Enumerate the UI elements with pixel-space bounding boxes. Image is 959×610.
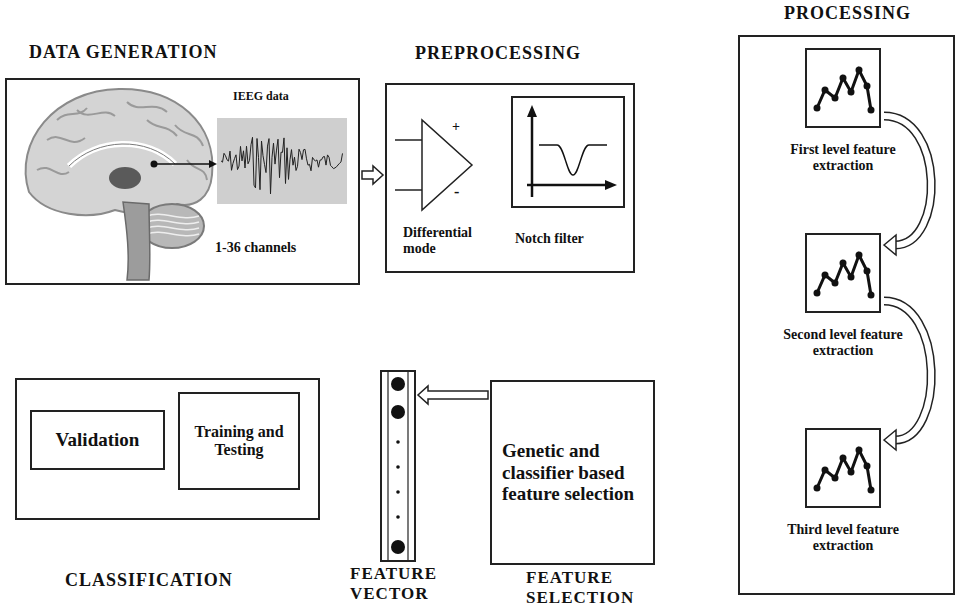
section-heading: PREPROCESSING bbox=[415, 43, 581, 64]
section-heading: CLASSIFICATION bbox=[65, 570, 233, 591]
processing-panel: PROCESSINGFirst level feature extraction… bbox=[738, 35, 955, 595]
feature-level-box: Second level feature extraction bbox=[805, 233, 881, 313]
step-label: Third level feature extraction bbox=[763, 522, 923, 554]
waveform-icon bbox=[807, 235, 883, 315]
box-text: Genetic and classifier based feature sel… bbox=[502, 440, 643, 506]
box-text: Validation bbox=[38, 429, 157, 451]
section-heading: DATA GENERATION bbox=[29, 42, 218, 63]
amplifier-label: Differential mode bbox=[403, 225, 503, 257]
flow-arrow bbox=[884, 301, 931, 450]
section-heading: FEATURE SELECTION bbox=[526, 568, 666, 607]
channel-label: 1-36 channels bbox=[215, 240, 296, 256]
waveform-icon bbox=[807, 430, 883, 510]
box-text: Training and Testing bbox=[186, 423, 292, 460]
filter-label: Notch filter bbox=[515, 231, 584, 247]
feature-level-box: First level feature extraction bbox=[805, 48, 881, 128]
flow-arrow bbox=[884, 116, 931, 255]
feature-vector-column: FEATURE VECTOR bbox=[380, 370, 416, 562]
validation-box: Validation bbox=[30, 410, 165, 470]
polarity-sign: + bbox=[452, 120, 460, 134]
preprocessing-box: PREPROCESSINGDifferential modeNotch filt… bbox=[385, 83, 635, 273]
feature-level-box: Third level feature extraction bbox=[805, 428, 881, 508]
section-heading: PROCESSING bbox=[784, 3, 911, 24]
classification-box: CLASSIFICATIONValidationTraining and Tes… bbox=[15, 378, 320, 520]
flow-arrow bbox=[362, 166, 383, 184]
step-label: Second level feature extraction bbox=[763, 327, 923, 359]
data-generation-box: DATA GENERATIONIEEG data1-36 channels bbox=[5, 78, 360, 285]
section-heading: FEATURE VECTOR bbox=[350, 564, 475, 603]
training-testing-box: Training and Testing bbox=[178, 392, 300, 490]
feature-selection-box: Genetic and classifier based feature sel… bbox=[490, 380, 655, 565]
step-label: First level feature extraction bbox=[763, 142, 923, 174]
feature-vector-strip bbox=[382, 372, 418, 564]
signal-label: IEEG data bbox=[233, 90, 289, 104]
flow-arrow bbox=[418, 386, 488, 404]
polarity-sign: - bbox=[454, 184, 459, 200]
brain-illustration bbox=[7, 80, 362, 287]
waveform-icon bbox=[807, 50, 883, 130]
